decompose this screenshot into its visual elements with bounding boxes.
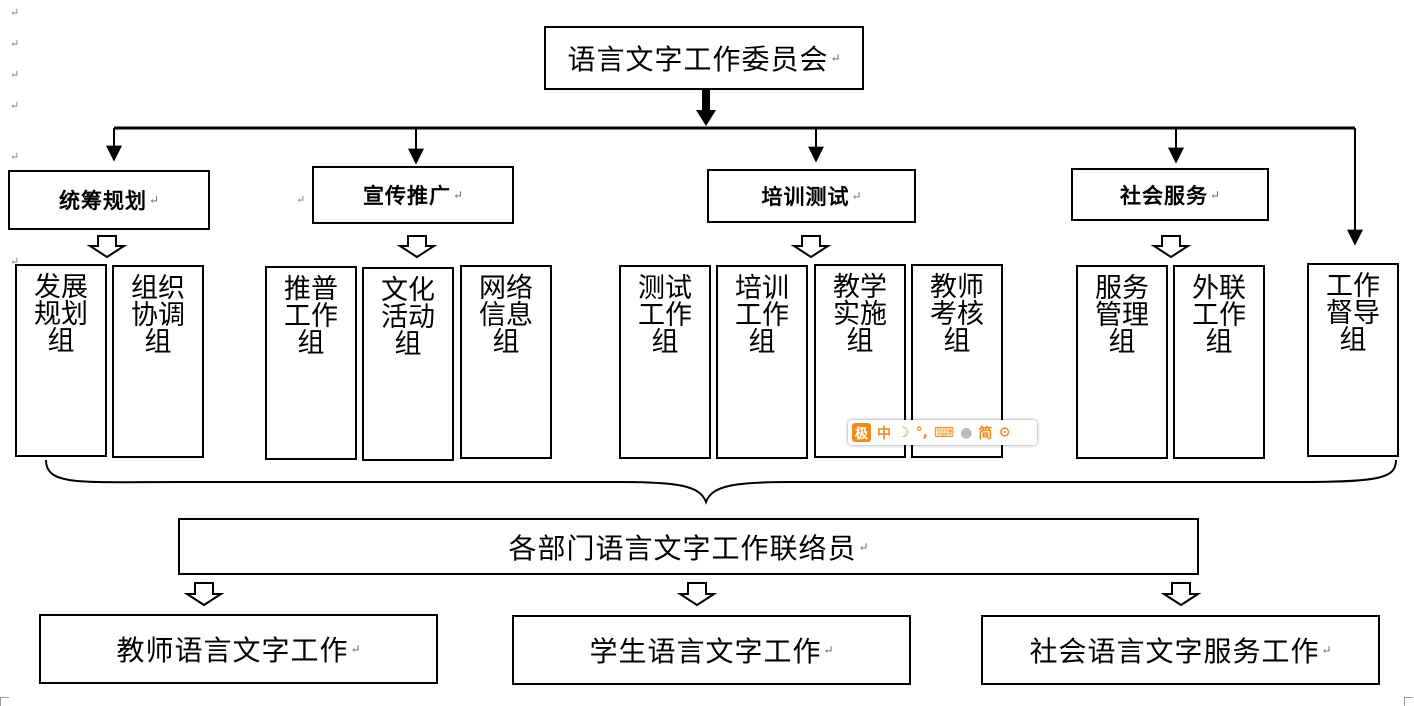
group-box: 文化活动组 xyxy=(362,267,454,461)
output-label: 教师语言文字工作 xyxy=(116,634,349,667)
group-box: 服务管理组 xyxy=(1076,265,1168,459)
liaison-box: 各部门语言文字工作联络员↵ xyxy=(178,518,1199,575)
ime-logo[interactable]: 极 xyxy=(852,423,872,442)
output-society-box: 社会语言文字服务工作↵ xyxy=(981,615,1380,685)
output-label: 社会语言文字服务工作 xyxy=(1029,635,1320,668)
root-committee-label: 语言文字工作委员会 xyxy=(567,43,829,76)
hollow-arrow-out-2 xyxy=(676,582,718,607)
group-box: 组织协调组 xyxy=(112,265,204,458)
paragraph-mark: ↵ xyxy=(296,193,306,206)
group-box: 培训工作组 xyxy=(716,265,808,459)
category-planning: 统筹规划↵ xyxy=(8,170,210,230)
hollow-arrow-publicity xyxy=(396,235,438,259)
group-box: 推普工作组 xyxy=(265,266,357,460)
output-teacher-box: 教师语言文字工作↵ xyxy=(39,614,438,684)
category-training-label: 培训测试 xyxy=(761,184,850,209)
hollow-arrow-training xyxy=(790,235,832,259)
grouping-brace xyxy=(45,459,1397,505)
output-label: 学生语言文字工作 xyxy=(589,635,822,668)
page-corner-mark xyxy=(1404,697,1413,706)
group-box: 外联工作组 xyxy=(1173,265,1265,459)
category-publicity-label: 宣传推广 xyxy=(362,183,451,208)
group-label: 外联工作组 xyxy=(1192,273,1246,358)
ime-mode-toggle[interactable]: 中 xyxy=(877,425,892,442)
group-label: 教学实施组 xyxy=(833,272,887,357)
keyboard-icon[interactable]: ⌨ xyxy=(933,424,955,441)
output-student-box: 学生语言文字工作↵ xyxy=(512,615,911,685)
group-box: 网络信息组 xyxy=(460,265,552,459)
hollow-arrow-service xyxy=(1150,235,1192,259)
hollow-arrow-out-1 xyxy=(183,582,225,607)
hollow-arrow-planning xyxy=(86,235,128,259)
liaison-label: 各部门语言文字工作联络员 xyxy=(508,531,857,565)
ime-toolbar[interactable]: 极 中 ☽ °, ⌨ ● 简 ⚙ xyxy=(848,420,1037,445)
group-box: 发展规划组 xyxy=(15,264,107,457)
category-planning-label: 统筹规划 xyxy=(58,188,147,213)
moon-icon[interactable]: ☽ xyxy=(897,424,910,441)
paragraph-mark: ↵ xyxy=(10,37,20,50)
paragraph-mark: ↵ xyxy=(10,6,20,19)
group-label: 发展规划组 xyxy=(34,272,88,357)
category-service: 社会服务↵ xyxy=(1071,168,1269,221)
group-label: 网络信息组 xyxy=(479,273,533,358)
group-label: 组织协调组 xyxy=(131,273,185,358)
root-committee-box: 语言文字工作委员会↵ xyxy=(544,26,864,90)
paragraph-mark: ↵ xyxy=(10,68,20,81)
group-label: 测试工作组 xyxy=(638,273,692,358)
group-label: 培训工作组 xyxy=(735,273,789,358)
category-training: 培训测试↵ xyxy=(707,169,916,223)
paragraph-mark: ↵ xyxy=(10,150,20,163)
ime-simplified-toggle[interactable]: 简 xyxy=(978,425,993,442)
category-service-label: 社会服务 xyxy=(1119,182,1208,208)
group-label: 文化活动组 xyxy=(381,275,435,360)
group-label: 服务管理组 xyxy=(1095,273,1149,358)
supervision-label: 工作督导组 xyxy=(1326,271,1380,356)
punctuation-icon[interactable]: °, xyxy=(915,424,928,441)
group-box: 测试工作组 xyxy=(619,265,711,459)
page-corner-mark xyxy=(0,697,9,706)
hollow-arrow-out-3 xyxy=(1160,582,1202,607)
gear-icon[interactable]: ⚙ xyxy=(998,424,1011,441)
paragraph-mark: ↵ xyxy=(10,255,20,268)
category-publicity: 宣传推广↵ xyxy=(312,166,514,224)
supervision-box: 工作督导组 xyxy=(1307,263,1399,457)
group-label: 教师考核组 xyxy=(930,272,984,357)
root-trunk-arrowhead xyxy=(696,110,716,126)
paragraph-mark: ↵ xyxy=(10,99,20,112)
group-label: 推普工作组 xyxy=(284,274,338,359)
user-icon[interactable]: ● xyxy=(960,424,973,441)
